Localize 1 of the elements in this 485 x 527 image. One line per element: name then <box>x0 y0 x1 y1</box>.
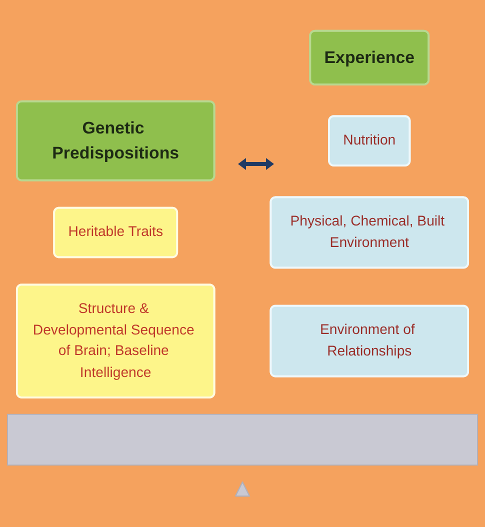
node-bar <box>7 414 478 466</box>
